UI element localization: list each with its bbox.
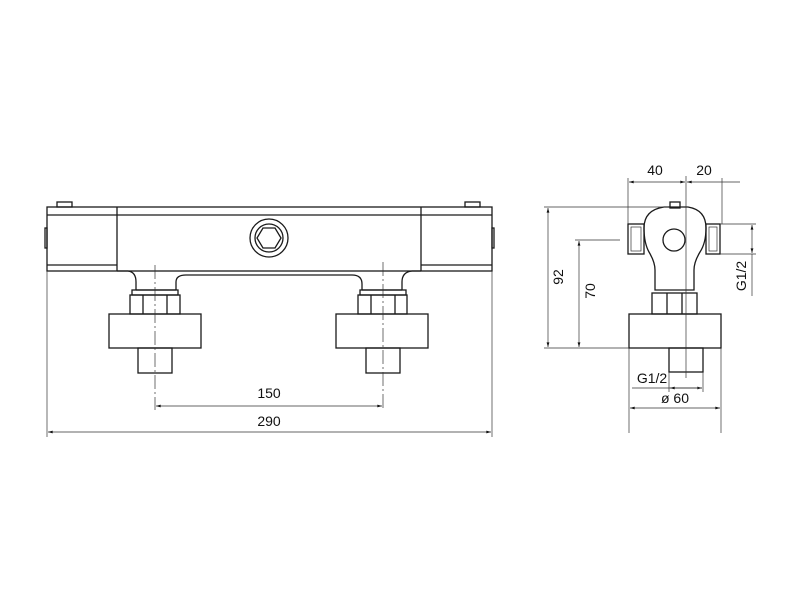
spindle-icon	[662, 228, 686, 252]
bridge	[117, 270, 421, 290]
front-view: 150 290	[44, 201, 495, 437]
dim-label-depth-right: 20	[696, 162, 712, 178]
dim-label-height-outlet: 70	[582, 283, 598, 299]
dim-label-side-thread: G1/2	[733, 261, 749, 292]
top-tab-right	[464, 201, 481, 208]
right-connector	[335, 289, 429, 374]
side-port-left	[627, 223, 645, 255]
top-tab-left	[56, 201, 73, 208]
side-port-right	[705, 223, 721, 255]
dim-label-depth-left: 40	[647, 162, 663, 178]
mixer-body	[46, 206, 493, 272]
dim-label-overall-length: 290	[257, 413, 281, 429]
dim-label-inlet-thread: G1/2	[637, 370, 668, 386]
hex-bolt-icon	[249, 218, 289, 258]
side-view: 40 20 92 70 G1/2 G1/2 ø 60	[544, 162, 756, 433]
dim-label-height-total: 92	[550, 269, 566, 285]
dim-label-flange-diameter: ø 60	[661, 390, 689, 406]
valve-head	[643, 206, 707, 291]
flange	[628, 313, 722, 349]
dim-label-center-distance: 150	[257, 385, 281, 401]
